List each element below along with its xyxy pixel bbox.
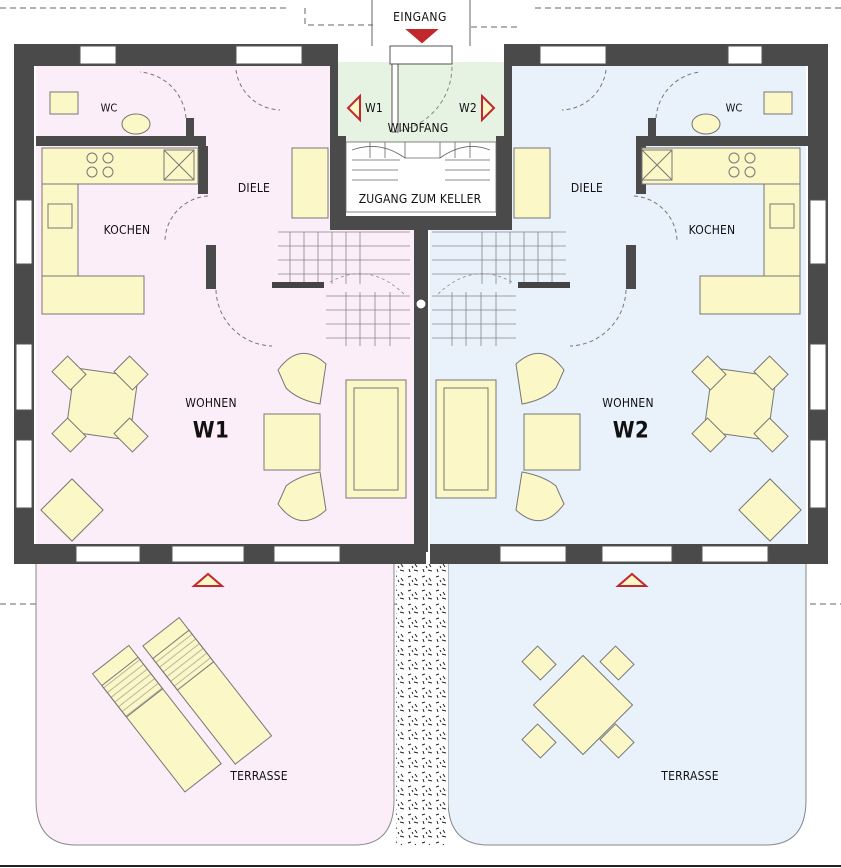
furniture <box>40 91 802 793</box>
gravel-path <box>396 560 448 845</box>
wc-label-right: WC <box>725 101 743 115</box>
wohnen-label-right: WOHNEN <box>602 396 654 410</box>
stair-left <box>278 231 410 346</box>
stair-label: ZUGANG ZUM KELLER <box>358 192 482 206</box>
kochen-label-right: KOCHEN <box>688 223 736 237</box>
stair-handrail-right <box>518 282 570 288</box>
windows <box>15 45 827 563</box>
wohnen-label-left: WOHNEN <box>185 396 237 410</box>
stair-right <box>432 231 566 346</box>
windfang-label: WINDFANG <box>387 121 449 135</box>
entrance-label: EINGANG <box>393 10 447 24</box>
windfang-w2-label: W2 <box>459 101 477 115</box>
wc-label-left: WC <box>100 101 118 115</box>
unit-name-right: W2 <box>612 418 650 444</box>
diele-label-right: DIELE <box>570 181 604 195</box>
door-swings <box>139 64 701 347</box>
terrasse-label-left: TERRASSE <box>230 769 288 783</box>
stair-post <box>415 298 427 310</box>
entrance-markers <box>191 29 649 587</box>
stair-handrail-left <box>272 282 324 288</box>
kochen-label-left: KOCHEN <box>103 223 151 237</box>
basement-stair <box>345 141 497 213</box>
entrance-door[interactable] <box>391 63 399 133</box>
terrasse-label-right: TERRASSE <box>661 769 719 783</box>
diele-label-left: DIELE <box>237 181 271 195</box>
windfang-w1-label: W1 <box>365 101 383 115</box>
unit-name-left: W1 <box>192 418 230 444</box>
